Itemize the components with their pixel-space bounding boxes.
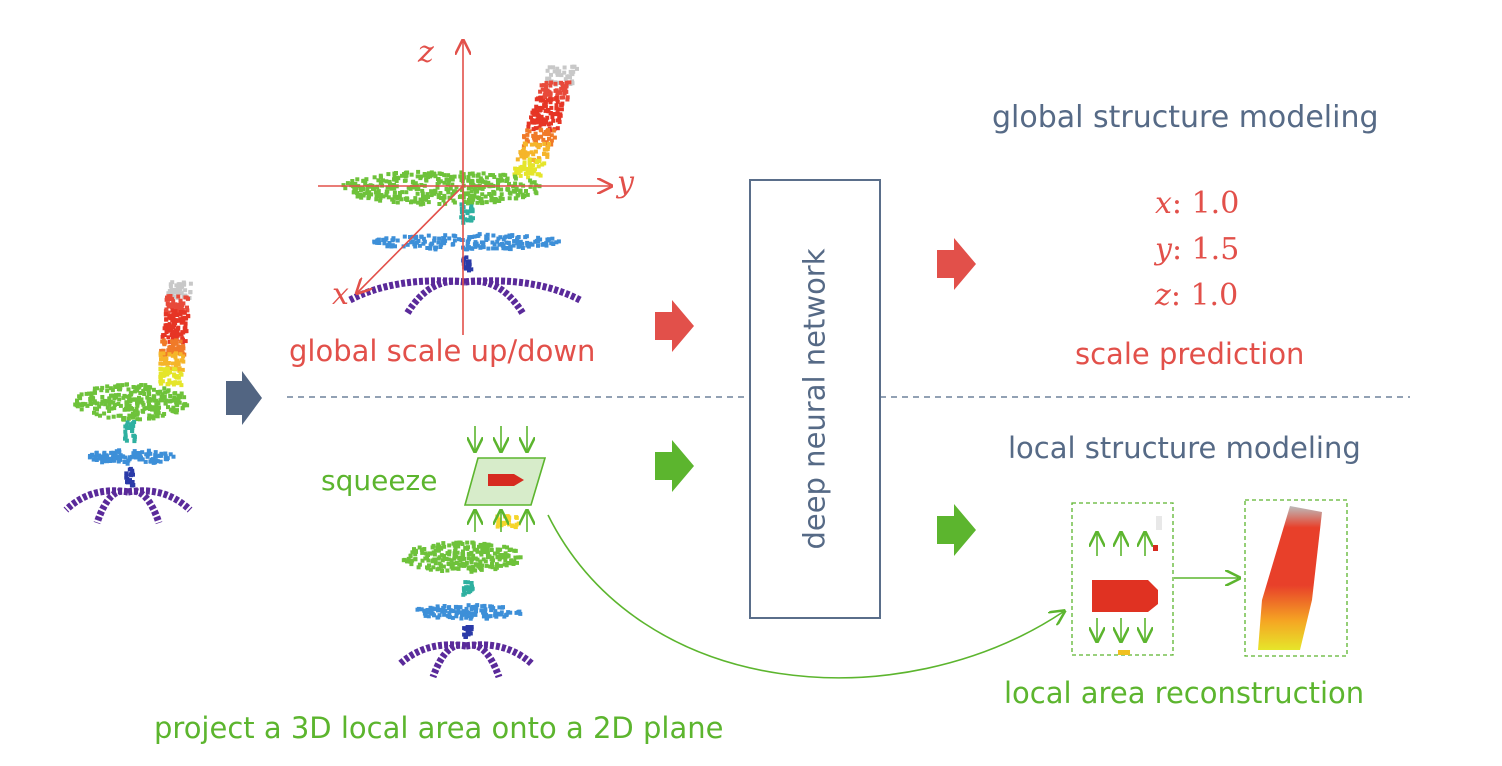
scale-predictions: x: 1.0 y: 1.5 z: 1.0: [1155, 186, 1295, 324]
projection-caption: project a 3D local area onto a 2D plane: [154, 711, 724, 745]
squeeze-label: squeeze: [321, 464, 438, 497]
axis-z-label: z: [418, 35, 434, 70]
reconstructed-area-box: [1244, 499, 1348, 657]
arrow-red-1: [655, 300, 694, 352]
axis-x-label: x: [332, 277, 349, 312]
global-scale-label: global scale up/down: [289, 334, 596, 368]
arrow-red-2: [937, 238, 976, 290]
global-structure-title: global structure modeling: [992, 100, 1379, 135]
arrow-right-icon: [226, 371, 262, 425]
chair-point-clouds: [63, 64, 582, 679]
squeeze-plane: [463, 426, 547, 532]
prediction-x: x: 1.0: [1155, 186, 1240, 221]
network-box: [749, 179, 881, 619]
prediction-y: y: 1.5: [1155, 232, 1240, 267]
axes-icon: [318, 42, 610, 335]
scale-prediction-label: scale prediction: [1075, 337, 1305, 371]
network-label: deep neural network: [797, 248, 832, 550]
prediction-z: z: 1.0: [1155, 278, 1239, 313]
local-area-box: [1071, 502, 1174, 656]
axis-y-label: y: [617, 165, 634, 200]
arrow-green-2: [937, 504, 976, 556]
arrow-green-1: [655, 440, 694, 492]
local-reconstruction-label: local area reconstruction: [1004, 676, 1365, 710]
local-structure-title: local structure modeling: [1008, 431, 1361, 465]
projection-curve: [547, 514, 1063, 679]
